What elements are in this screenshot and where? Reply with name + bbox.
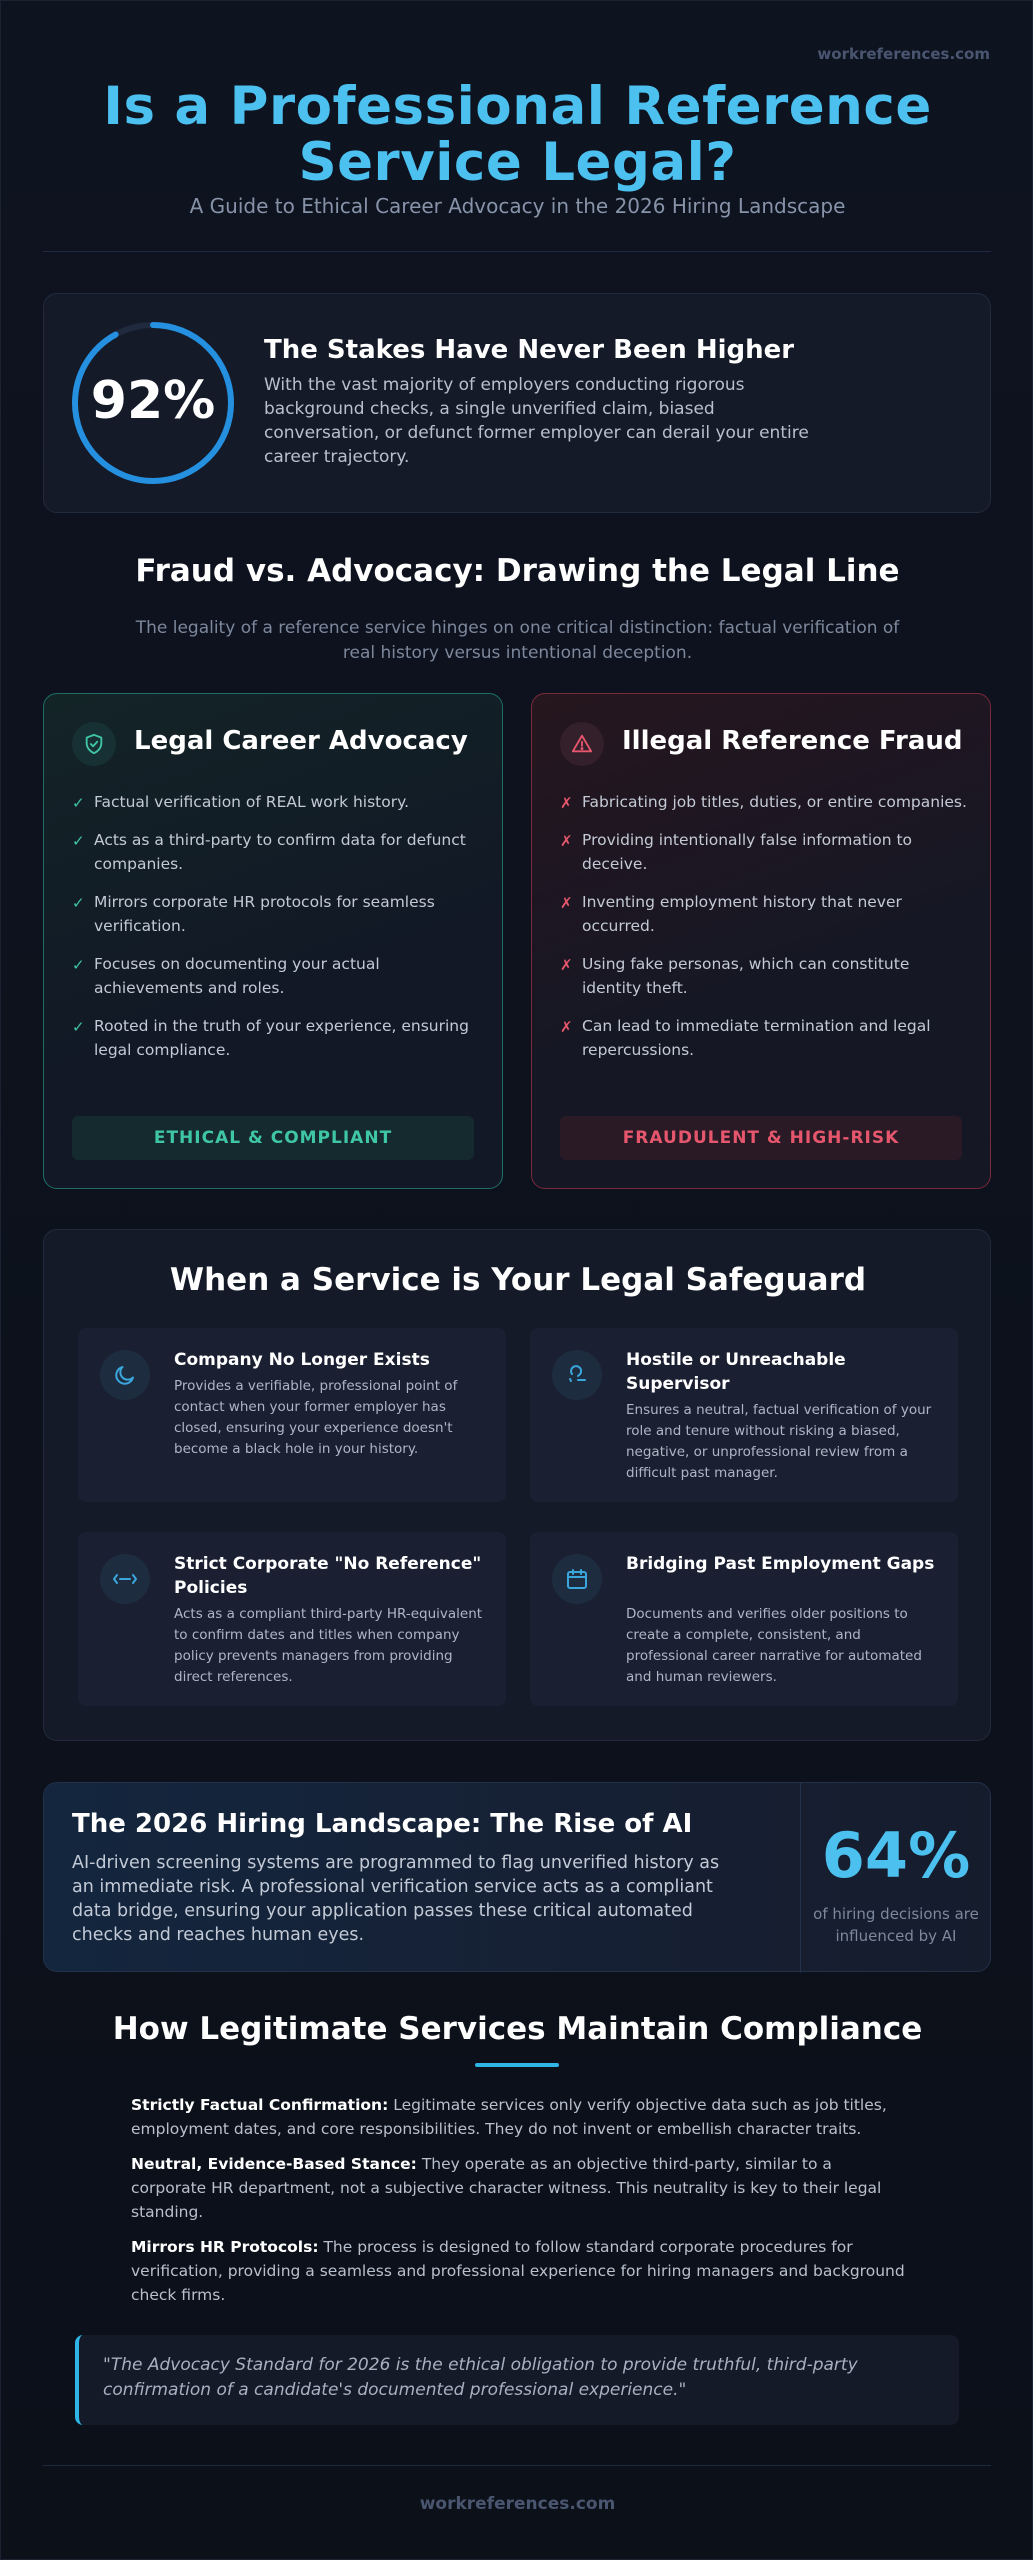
- feature-text: Provides a verifiable, professional poin…: [174, 1378, 458, 1457]
- calendar-icon: [552, 1554, 602, 1604]
- cross-icon: ✗: [560, 894, 573, 912]
- user-speech-icon: [552, 1350, 602, 1400]
- ai-landscape-card: The 2026 Hiring Landscape: The Rise of A…: [43, 1782, 991, 1973]
- shield-check-icon: [72, 722, 116, 766]
- list-item: ✓ Mirrors corporate HR protocols for seam…: [72, 890, 482, 938]
- illegal-fraud-list: ✗ Fabricating job titles, duties, or enti…: [560, 790, 970, 1076]
- ai-divider: [800, 1783, 801, 1973]
- stakes-card: [43, 293, 991, 513]
- cross-icon: ✗: [560, 956, 573, 974]
- list-item: ✓ Rooted in the truth of your experience,…: [72, 1014, 482, 1062]
- list-item-text: Fabricating job titles, duties, or entir…: [582, 793, 967, 811]
- stakes-progress-ring: [72, 322, 234, 484]
- divider: [43, 2465, 991, 2466]
- page-title-line-1: Is a Professional Reference: [103, 76, 932, 137]
- feature-title: Hostile or Unreachable Supervisor: [626, 1350, 846, 1394]
- page-subtitle: A Guide to Ethical Career Advocacy in th…: [189, 194, 846, 218]
- legal-advocacy-title: Legal Career Advocacy: [134, 726, 468, 756]
- safeguard-card: When a Service is Your Legal Safeguard C…: [43, 1229, 991, 1741]
- fraud-vs-advocacy-subtitle: The legality of a reference service hing…: [135, 618, 900, 663]
- feature-title: Strict Corporate "No Reference" Policies: [174, 1554, 482, 1598]
- list-item: ✗ Using fake personas, which can constitu…: [560, 952, 970, 1000]
- cross-icon: ✗: [560, 794, 573, 812]
- feature-title: Bridging Past Employment Gaps: [626, 1554, 935, 1574]
- compliance-item-text: They operate as an objective third-party…: [131, 2155, 882, 2221]
- feature-no-reference-policy: Strict Corporate "No Reference" Policies…: [78, 1532, 506, 1706]
- cross-icon: ✗: [560, 1018, 573, 1036]
- check-icon: ✓: [72, 832, 85, 850]
- brand-link-top[interactable]: workreferences.com: [817, 45, 990, 63]
- cross-icon: ✗: [560, 832, 573, 850]
- feature-text: Documents and verifies older positions t…: [626, 1606, 922, 1685]
- feature-company-closed: Company No Longer Exists Provides a veri…: [78, 1328, 506, 1502]
- page-title: Is a Professional Reference Service Lega…: [1, 79, 1033, 191]
- list-item: ✓ Focuses on documenting your actual achi…: [72, 952, 482, 1000]
- ai-title: The 2026 Hiring Landscape: The Rise of A…: [72, 1809, 693, 1839]
- list-item-text: Can lead to immediate termination and le…: [582, 1017, 931, 1059]
- feature-title: Company No Longer Exists: [174, 1350, 430, 1370]
- compliance-item: Neutral, Evidence-Based Stance: They ope…: [131, 2152, 911, 2224]
- check-icon: ✓: [72, 956, 85, 974]
- progress-ring-fill: [72, 322, 234, 484]
- list-item-text: Acts as a third-party to confirm data fo…: [94, 831, 466, 873]
- arrows-horizontal-icon: [100, 1554, 150, 1604]
- list-item-text: Using fake personas, which can constitut…: [582, 955, 910, 997]
- check-icon: ✓: [72, 1018, 85, 1036]
- fraudulent-high-risk-badge: FRAUDULENT & HIGH-RISK: [560, 1116, 962, 1160]
- ai-stat-label: of hiring decisions are influenced by AI: [813, 1905, 979, 1945]
- legal-advocacy-card: Legal Career Advocacy ✓ Factual verificat…: [43, 693, 503, 1189]
- list-item-text: Focuses on documenting your actual achie…: [94, 955, 380, 997]
- ai-text: AI-driven screening systems are programm…: [72, 1853, 720, 1945]
- compliance-item: Mirrors HR Protocols: The process is des…: [131, 2235, 911, 2307]
- title-underline: [475, 2063, 559, 2067]
- check-icon: ✓: [72, 794, 85, 812]
- list-item: ✗ Can lead to immediate termination and l…: [560, 1014, 970, 1062]
- list-item: ✗ Inventing employment history that never…: [560, 890, 970, 938]
- warning-triangle-icon: [560, 722, 604, 766]
- list-item-text: Factual verification of REAL work histor…: [94, 793, 409, 811]
- quote-text: "The Advocacy Standard for 2026 is the e…: [103, 2355, 858, 2400]
- advocacy-quote: "The Advocacy Standard for 2026 is the e…: [75, 2335, 959, 2425]
- ai-stat: 64%: [821, 1819, 971, 1892]
- feature-text: Acts as a compliant third-party HR-equiv…: [174, 1606, 483, 1685]
- illegal-fraud-title: Illegal Reference Fraud: [622, 726, 963, 756]
- moon-icon: [100, 1350, 150, 1400]
- compliance-title: How Legitimate Services Maintain Complia…: [112, 2011, 923, 2047]
- list-item-text: Providing intentionally false informatio…: [582, 831, 913, 873]
- compliance-item-label: Neutral, Evidence-Based Stance:: [131, 2155, 417, 2173]
- feature-employment-gaps: Bridging Past Employment Gaps Documents …: [530, 1532, 958, 1706]
- feature-hostile-supervisor: Hostile or Unreachable Supervisor Ensure…: [530, 1328, 958, 1502]
- list-item: ✗ Fabricating job titles, duties, or enti…: [560, 790, 970, 814]
- list-item-text: Rooted in the truth of your experience, …: [94, 1017, 469, 1059]
- compliance-item-text: The process is designed to follow standa…: [131, 2238, 905, 2304]
- compliance-item-text: Legitimate services only verify objectiv…: [131, 2096, 887, 2138]
- stakes-title: The Stakes Have Never Been Higher: [264, 335, 795, 365]
- compliance-item-label: Strictly Factual Confirmation:: [131, 2096, 389, 2114]
- brand-link-bottom[interactable]: workreferences.com: [419, 2494, 616, 2514]
- list-item: ✗ Providing intentionally false informati…: [560, 828, 970, 876]
- compliance-item-label: Mirrors HR Protocols:: [131, 2238, 319, 2256]
- list-item-text: Mirrors corporate HR protocols for seaml…: [94, 893, 435, 935]
- divider: [43, 251, 991, 252]
- compliance-item: Strictly Factual Confirmation: Legitimat…: [131, 2093, 911, 2141]
- stakes-stat: 92%: [90, 371, 216, 431]
- safeguard-title: When a Service is Your Legal Safeguard: [169, 1262, 867, 1298]
- list-item: ✓ Factual verification of REAL work histo…: [72, 790, 482, 814]
- page-title-line-2: Service Legal?: [298, 132, 737, 193]
- list-item-text: Inventing employment history that never …: [582, 893, 902, 935]
- check-icon: ✓: [72, 894, 85, 912]
- illegal-fraud-card: Illegal Reference Fraud ✗ Fabricating job…: [531, 693, 991, 1189]
- list-item: ✓ Acts as a third-party to confirm data f…: [72, 828, 482, 876]
- ethical-compliant-badge: ETHICAL & COMPLIANT: [72, 1116, 474, 1160]
- legal-advocacy-list: ✓ Factual verification of REAL work histo…: [72, 790, 482, 1076]
- feature-text: Ensures a neutral, factual verification …: [626, 1402, 932, 1481]
- fraud-vs-advocacy-title: Fraud vs. Advocacy: Drawing the Legal Li…: [135, 553, 900, 589]
- stakes-text: With the vast majority of employers cond…: [264, 375, 809, 467]
